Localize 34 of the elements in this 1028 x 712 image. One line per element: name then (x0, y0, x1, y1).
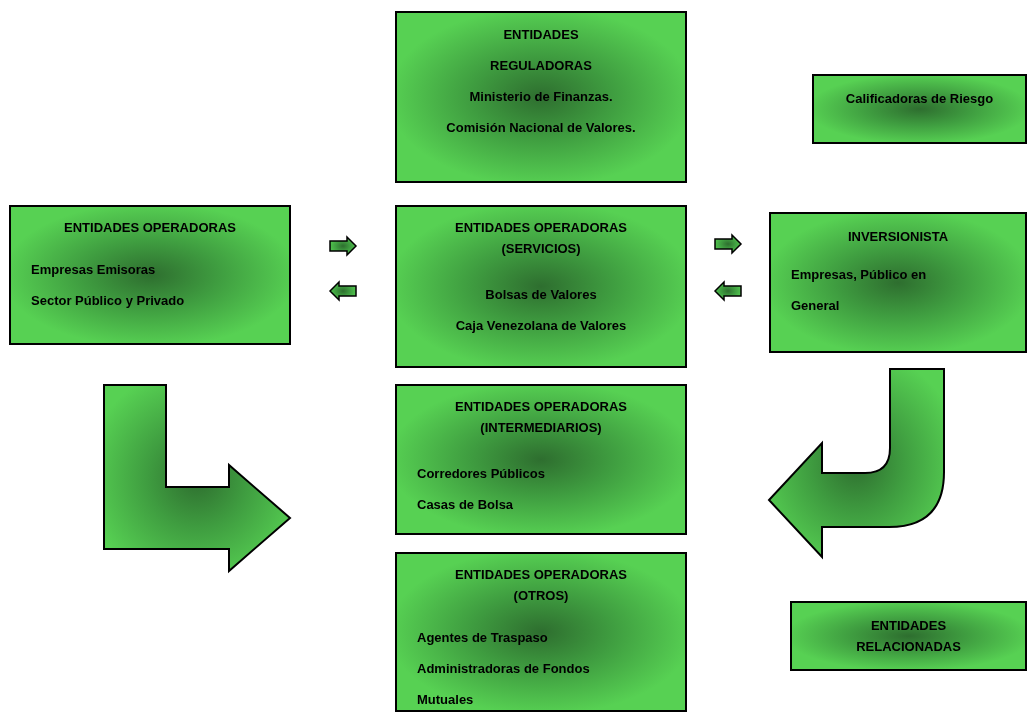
entity-heading: Calificadoras de Riesgo (845, 90, 994, 108)
entity-heading: INVERSIONISTA (847, 228, 949, 246)
entity-item: Sector Público y Privado (31, 292, 185, 310)
bent-block-arrow (103, 384, 292, 574)
entity-heading: ENTIDADES OPERADORAS (OTROS) (454, 566, 628, 605)
entity-item: Agentes de Traspaso (417, 629, 548, 647)
bent-block-arrow (768, 368, 945, 558)
entity-item: Comisión Nacional de Valores. (446, 119, 636, 137)
entity-item: Mutuales (417, 691, 474, 709)
entity-box (769, 212, 1027, 353)
entity-box (812, 74, 1027, 144)
entity-box (790, 601, 1027, 671)
entity-heading: ENTIDADES OPERADORAS (SERVICIOS) (454, 219, 628, 258)
entity-heading: ENTIDADES OPERADORAS (64, 219, 236, 237)
entity-box (395, 384, 687, 535)
entity-heading: ENTIDADES RELACIONADAS (855, 617, 962, 656)
entity-heading: ENTIDADES REGULADORAS (489, 26, 593, 75)
entity-item: Casas de Bolsa (417, 496, 514, 514)
entity-item: Ministerio de Finanzas. (469, 88, 613, 106)
entity-item: Empresas Emisoras (31, 261, 156, 279)
block-arrow (713, 280, 742, 302)
entity-box (395, 11, 687, 183)
entity-item: Empresas, Público en General (791, 266, 928, 315)
entity-item: Bolsas de Valores (485, 286, 597, 304)
entity-item: Administradoras de Fondos (417, 660, 590, 678)
block-arrow (714, 233, 743, 255)
entity-box (9, 205, 291, 345)
block-arrow (329, 235, 358, 257)
entity-heading: ENTIDADES OPERADORAS (INTERMEDIARIOS) (454, 398, 628, 437)
block-arrow (328, 280, 357, 302)
entity-box (395, 205, 687, 368)
entity-box (395, 552, 687, 712)
entity-item: Caja Venezolana de Valores (455, 317, 627, 335)
entity-item: Corredores Públicos (417, 465, 545, 483)
